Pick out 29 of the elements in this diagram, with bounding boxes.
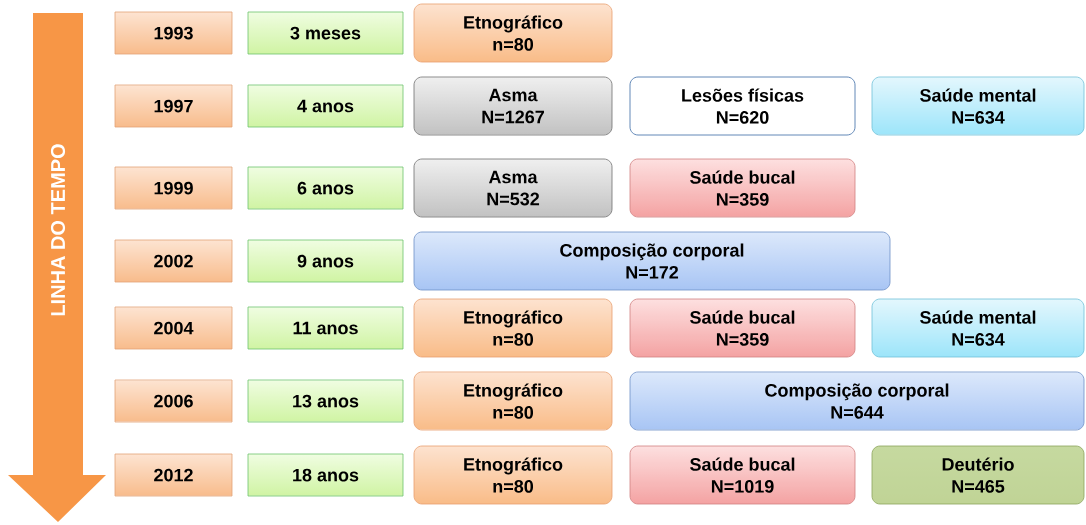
age-box: 4 anos — [247, 84, 404, 128]
study-box: Composição corporal N=172 — [413, 231, 891, 291]
age-box: 18 anos — [247, 453, 404, 497]
year-box: 2012 — [114, 453, 233, 497]
age-box: 11 anos — [247, 306, 404, 350]
study-box: Saúde mental N=634 — [871, 298, 1085, 358]
study-box: Asma N=532 — [413, 158, 613, 218]
age-box: 9 anos — [247, 239, 404, 283]
study-box: Saúde mental N=634 — [871, 76, 1085, 136]
study-box: Composição corporal N=644 — [629, 371, 1085, 431]
study-box: Etnográfico n=80 — [413, 445, 613, 505]
age-box: 13 anos — [247, 379, 404, 423]
study-box: Etnográfico n=80 — [413, 371, 613, 431]
year-box: 1997 — [114, 84, 233, 128]
year-box: 2002 — [114, 239, 233, 283]
study-box: Etnográfico n=80 — [413, 298, 613, 358]
year-box: 2004 — [114, 306, 233, 350]
age-box: 3 meses — [247, 11, 404, 55]
year-box: 2006 — [114, 379, 233, 423]
study-box: Asma N=1267 — [413, 76, 613, 136]
year-box: 1999 — [114, 166, 233, 210]
year-box: 1993 — [114, 11, 233, 55]
study-box: Lesões físicas N=620 — [629, 76, 856, 136]
study-box: Deutério N=465 — [871, 445, 1085, 505]
study-box: Etnográfico n=80 — [413, 3, 613, 63]
study-box: Saúde bucal N=359 — [629, 298, 856, 358]
study-box: Saúde bucal N=1019 — [629, 445, 856, 505]
study-box: Saúde bucal N=359 — [629, 158, 856, 218]
age-box: 6 anos — [247, 166, 404, 210]
